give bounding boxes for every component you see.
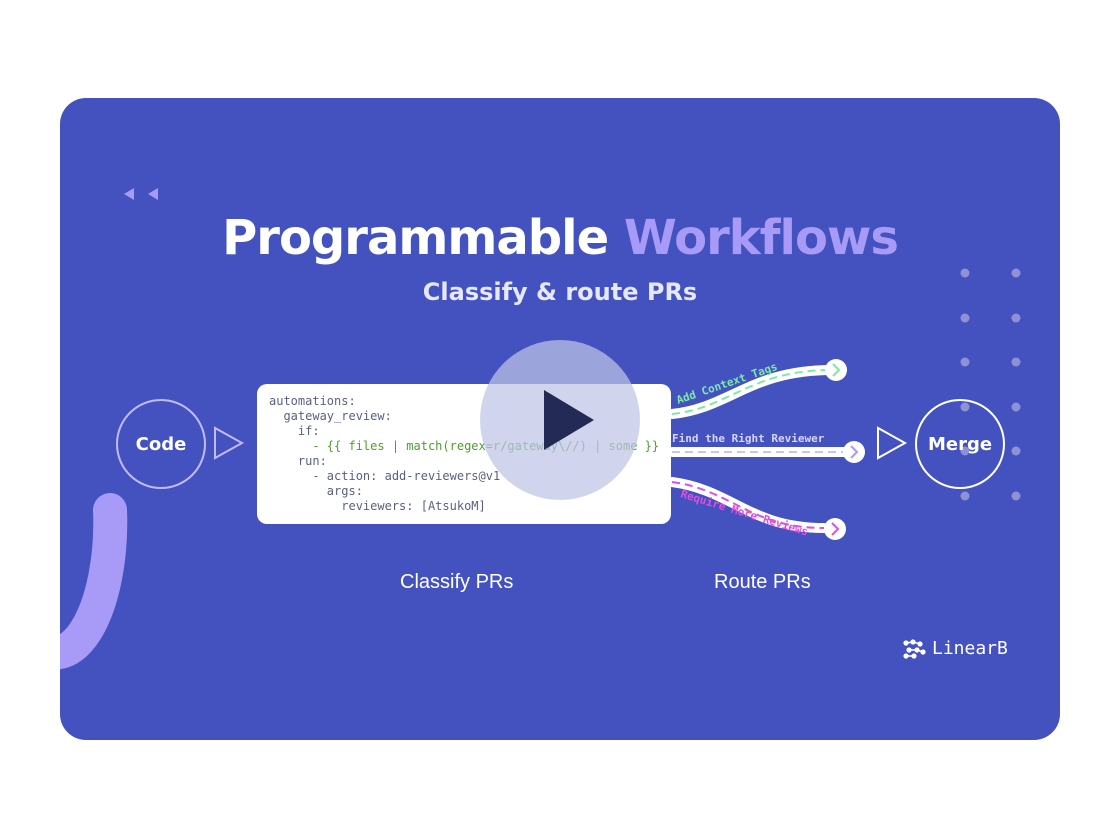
merge-node: Merge	[915, 399, 1005, 489]
caption-classify: Classify PRs	[400, 571, 514, 593]
caption-route: Route PRs	[714, 571, 811, 593]
play-icon	[544, 390, 594, 450]
video-card[interactable]: Add Context Tags Find the Right Reviewer…	[60, 98, 1060, 740]
arrow-right-icon	[877, 426, 908, 460]
route-label-more-reviews: Require More Reviews	[679, 487, 809, 538]
route-path-context-tags	[672, 359, 847, 414]
arrow-right-icon	[214, 426, 245, 460]
code-line: args:	[269, 484, 363, 498]
linearb-logo-text: LinearB	[932, 638, 1008, 659]
code-line: gateway_review:	[269, 409, 392, 423]
code-line: - action: add-reviewers@v1	[269, 469, 501, 483]
route-label-right-reviewer: Find the Right Reviewer	[672, 432, 825, 445]
code-line: if:	[269, 424, 320, 438]
code-node-label: Code	[135, 433, 187, 455]
route-path-right-reviewer	[672, 441, 865, 463]
linearb-logo: LinearB	[902, 638, 1008, 659]
title-main: Programmable	[222, 210, 609, 266]
page-subtitle: Classify & route PRs	[422, 278, 698, 306]
code-line: automations:	[269, 394, 356, 408]
code-line: reviewers: [AtsukoM]	[269, 499, 486, 513]
decor-layer: Add Context Tags Find the Right Reviewer…	[60, 188, 1021, 670]
linearb-logo-icon	[903, 638, 926, 659]
route-path-more-reviews	[672, 482, 846, 540]
decor-arc	[60, 493, 128, 670]
merge-node-label: Merge	[927, 433, 993, 455]
code-node: Code	[116, 399, 206, 489]
code-line: run:	[269, 454, 327, 468]
rewind-triangles-icon	[124, 188, 158, 200]
page-title: Programmable Workflows	[60, 210, 1060, 266]
title-accent: Workflows	[623, 210, 899, 266]
play-button[interactable]	[480, 340, 640, 500]
